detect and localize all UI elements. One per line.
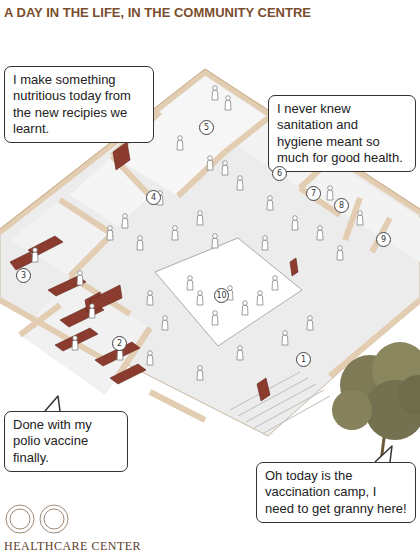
speech-text: I make something nutritious today from t… xyxy=(13,72,145,137)
callout-number: 8 xyxy=(334,198,349,213)
person-figure xyxy=(187,276,193,290)
person-figure xyxy=(137,236,143,250)
callout-number: 10 xyxy=(214,288,229,303)
callout-number: 4 xyxy=(146,190,161,205)
tree xyxy=(332,342,420,470)
callout-number: 7 xyxy=(306,186,321,201)
person-figure xyxy=(89,304,95,318)
person-figure xyxy=(272,276,278,290)
person-figure xyxy=(257,291,263,305)
person-figure xyxy=(357,211,363,225)
logos xyxy=(6,505,68,533)
person-figure xyxy=(262,236,268,250)
person-figure xyxy=(225,96,231,110)
person-figure xyxy=(222,161,228,175)
callout-number: 9 xyxy=(376,232,391,247)
caption: HEALTHCARE CENTER xyxy=(4,539,141,554)
person-figure xyxy=(212,234,218,248)
person-figure xyxy=(122,214,128,228)
steps xyxy=(230,372,330,434)
speech-bubble: I never knew sanitation and hygiene mean… xyxy=(268,95,416,172)
person-figure xyxy=(32,248,38,262)
speech-text: Done with my polio vaccine finally. xyxy=(13,417,119,466)
person-figure xyxy=(212,86,218,100)
person-figure xyxy=(307,316,313,330)
speech-text: I never knew sanitation and hygiene mean… xyxy=(277,101,407,166)
person-figure xyxy=(147,351,153,365)
speech-text: Oh today is the vaccination camp, I need… xyxy=(265,468,407,517)
callout-number: 3 xyxy=(16,268,31,283)
speech-bubble: I make something nutritious today from t… xyxy=(4,66,154,143)
person-figure xyxy=(207,156,213,170)
person-figure xyxy=(212,311,218,325)
courtyard xyxy=(155,238,302,346)
person-figure xyxy=(282,331,288,345)
person-figure xyxy=(337,246,343,260)
callout-number: 5 xyxy=(199,120,214,135)
person-figure xyxy=(237,176,243,190)
wall-edges xyxy=(0,69,420,229)
person-figure xyxy=(292,216,298,230)
person-figure xyxy=(107,226,113,240)
person-figure xyxy=(177,136,183,150)
person-figure xyxy=(147,291,153,305)
person-figure xyxy=(327,186,333,200)
person-figure xyxy=(197,366,203,380)
callout-number: 6 xyxy=(272,166,287,181)
person-figure xyxy=(162,316,168,330)
person-figure xyxy=(317,226,323,240)
person-figure xyxy=(197,211,203,225)
page-title: A DAY IN THE LIFE, IN THE COMMUNITY CENT… xyxy=(4,5,311,20)
person-figure xyxy=(242,301,248,315)
person-figure xyxy=(172,226,178,240)
speech-bubble: Done with my polio vaccine finally. xyxy=(4,411,128,472)
room-floor xyxy=(20,276,150,395)
person-figure xyxy=(267,196,273,210)
speech-bubble: Oh today is the vaccination camp, I need… xyxy=(256,462,416,523)
person-figure xyxy=(237,346,243,360)
person-figure xyxy=(77,271,83,285)
callout-number: 1 xyxy=(296,352,311,367)
callout-number: 2 xyxy=(112,336,127,351)
furniture xyxy=(10,142,298,401)
person-figure xyxy=(197,291,203,305)
person-figure xyxy=(72,336,78,350)
